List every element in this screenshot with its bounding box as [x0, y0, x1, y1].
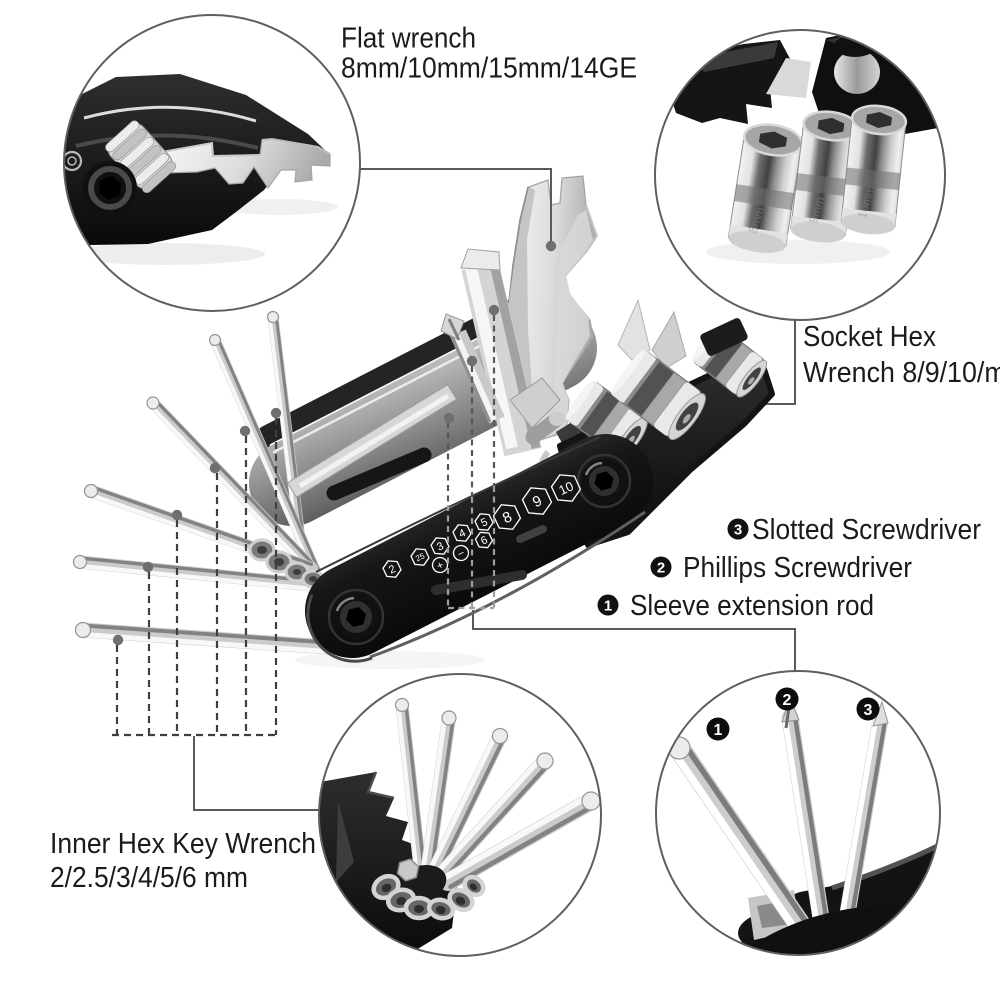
svg-text:Wrench 8/9/10/mm: Wrench 8/9/10/mm: [803, 357, 1000, 389]
svg-text:Phillips Screwdriver: Phillips Screwdriver: [683, 552, 912, 584]
svg-text:6: 6: [479, 534, 490, 547]
svg-text:8mm/10mm/15mm/14GE: 8mm/10mm/15mm/14GE: [341, 53, 637, 85]
svg-text:4: 4: [457, 527, 468, 540]
svg-text:2/2.5/3/4/5/6 mm: 2/2.5/3/4/5/6 mm: [50, 862, 248, 894]
svg-text:Sleeve extension rod: Sleeve extension rod: [630, 590, 874, 622]
svg-text:Socket Hex: Socket Hex: [803, 321, 936, 353]
svg-text:3: 3: [864, 702, 873, 719]
svg-text:5: 5: [479, 516, 490, 529]
svg-text:Flat wrench: Flat wrench: [341, 23, 476, 55]
svg-text:+: +: [435, 559, 446, 573]
svg-text:2: 2: [783, 692, 792, 709]
svg-text:1: 1: [604, 597, 612, 614]
svg-text:10: 10: [556, 478, 575, 498]
svg-text:Inner Hex Key Wrench: Inner Hex Key Wrench: [50, 828, 316, 860]
svg-text:3: 3: [435, 540, 446, 553]
svg-text:Slotted Screwdriver: Slotted Screwdriver: [752, 514, 981, 546]
svg-text:3: 3: [734, 521, 742, 538]
svg-text:2: 2: [387, 563, 398, 576]
svg-text:25: 25: [414, 551, 426, 563]
svg-text:2: 2: [657, 559, 665, 576]
svg-text:1: 1: [714, 722, 723, 739]
svg-text:−: −: [456, 547, 467, 561]
